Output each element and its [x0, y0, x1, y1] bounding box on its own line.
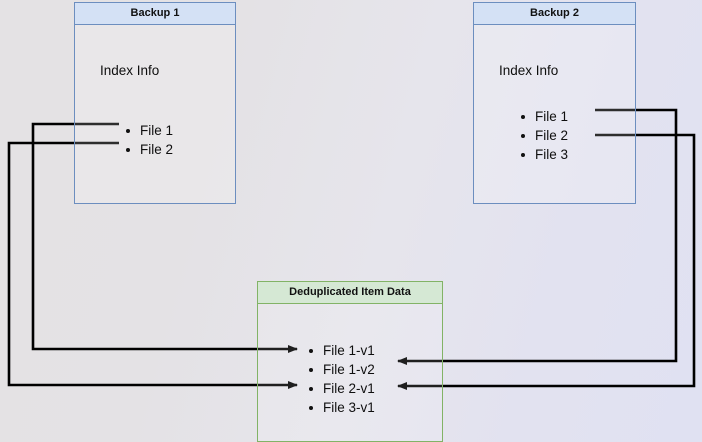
node-deduplicated-item-data-header: Deduplicated Item Data	[258, 282, 442, 304]
edge-backup1-file2-to-file2v1	[7, 141, 298, 389]
list-item[interactable]: File 1	[518, 107, 568, 126]
edge-backup1-file1-to-file1v1	[31, 122, 298, 353]
node-backup-1-file-list: File 1 File 2	[123, 121, 173, 159]
node-backup-2-body: Index Info File 1 File 2 File 3	[474, 25, 635, 203]
node-deduplicated-item-data-file-list: File 1-v1 File 1-v2 File 2-v1 File 3-v1	[306, 341, 375, 417]
list-item[interactable]: File 3-v1	[306, 398, 375, 417]
list-item[interactable]: File 2-v1	[306, 379, 375, 398]
node-backup-2-file-list: File 1 File 2 File 3	[518, 107, 568, 164]
node-backup-2-header: Backup 2	[474, 3, 635, 25]
node-backup-1[interactable]: Backup 1 Index Info File 1 File 2	[74, 2, 236, 204]
list-item[interactable]: File 1-v1	[306, 341, 375, 360]
edge-backup2-file2-to-file2v1	[397, 133, 696, 390]
node-backup-1-caption: Index Info	[100, 63, 160, 78]
list-item[interactable]: File 1	[123, 121, 173, 140]
list-item[interactable]: File 3	[518, 145, 568, 164]
list-item[interactable]: File 2	[123, 140, 173, 159]
node-backup-2[interactable]: Backup 2 Index Info File 1 File 2 File 3	[473, 2, 636, 204]
node-deduplicated-item-data-body: File 1-v1 File 1-v2 File 2-v1 File 3-v1	[258, 304, 442, 441]
node-backup-1-header: Backup 1	[75, 3, 235, 25]
list-item[interactable]: File 1-v2	[306, 360, 375, 379]
list-item[interactable]: File 2	[518, 126, 568, 145]
node-backup-1-body: Index Info File 1 File 2	[75, 25, 235, 203]
node-backup-2-caption: Index Info	[499, 63, 559, 78]
node-deduplicated-item-data[interactable]: Deduplicated Item Data File 1-v1 File 1-…	[257, 281, 443, 442]
